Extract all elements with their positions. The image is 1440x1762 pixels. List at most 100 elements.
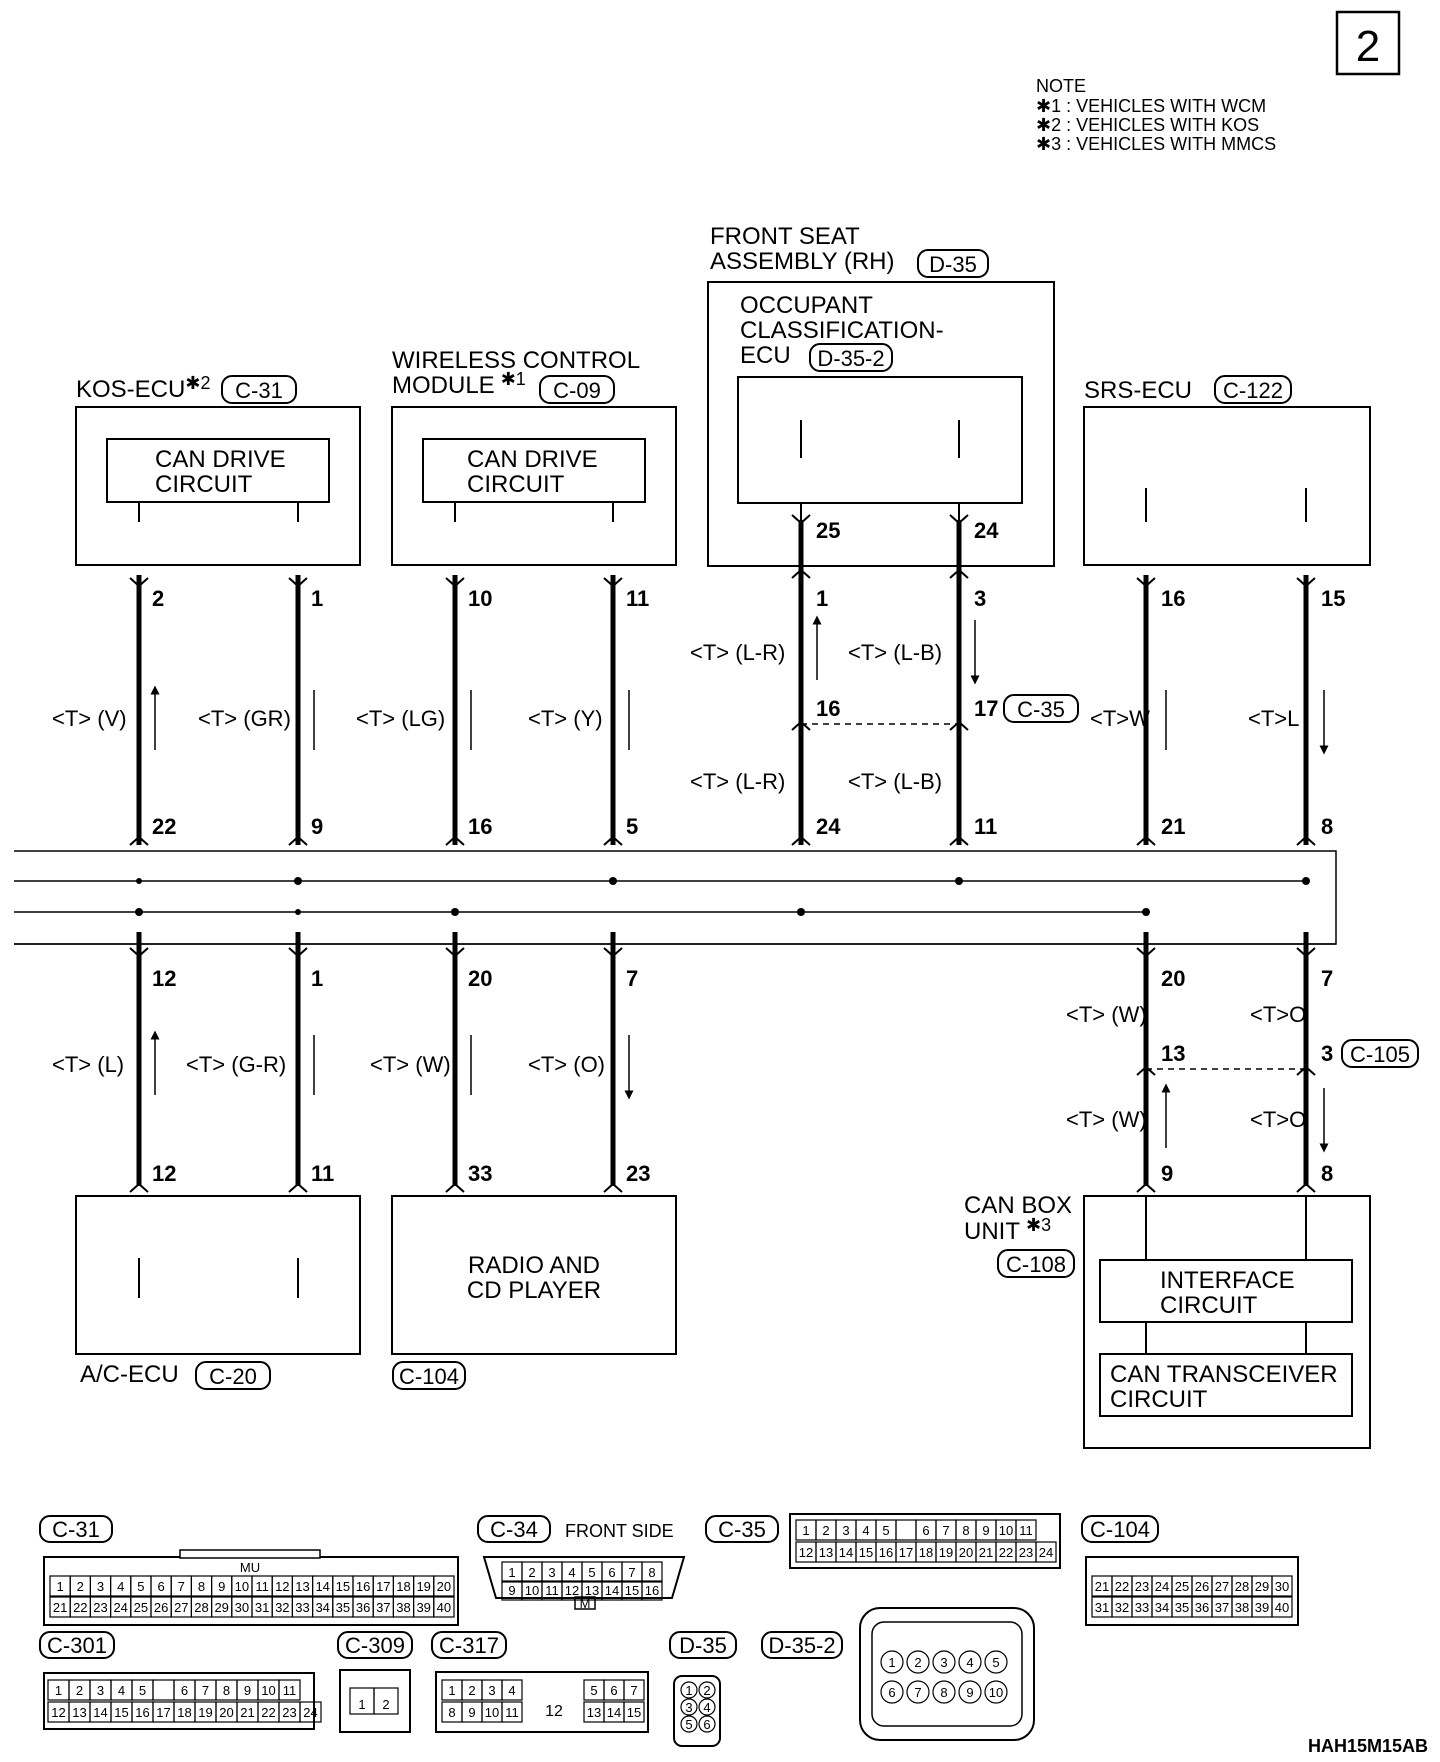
c309-pin-number: 1: [358, 1697, 365, 1712]
c317-cavity: [623, 1679, 645, 1701]
c35-pin-number: 1: [802, 1523, 809, 1538]
pin-label: 9: [1161, 1161, 1173, 1186]
c31-pin-number: 35: [336, 1600, 350, 1615]
c35-pin-number: 22: [999, 1545, 1013, 1560]
c35-pin-number: 19: [939, 1545, 953, 1560]
c34-pin-number: 8: [648, 1565, 655, 1580]
c35-pin-number: 2: [822, 1523, 829, 1538]
pin-label: 17: [974, 696, 998, 721]
c301-pin-number: 9: [244, 1683, 251, 1698]
canbox-connector: C-108: [1006, 1252, 1066, 1277]
signal-label: <T> (Y): [528, 706, 603, 731]
signals-top: <T> (V) <T> (GR) <T> (LG) <T> (Y) <T> (L…: [52, 640, 1299, 794]
c104-pin-number: 25: [1175, 1579, 1189, 1594]
d352-cavity: [932, 1650, 956, 1674]
c301-pin-number: 3: [97, 1683, 104, 1698]
c301-pin-number: 7: [202, 1683, 209, 1698]
pin-label: 10: [468, 586, 492, 611]
c31-pin-number: 26: [154, 1600, 168, 1615]
pin-label: 15: [1321, 586, 1345, 611]
c35-pin-number: 23: [1019, 1545, 1033, 1560]
c317-pin-number: 14: [607, 1705, 621, 1720]
canbox-inner1-1: INTERFACE: [1160, 1267, 1295, 1294]
c35-pin-number: 5: [882, 1523, 889, 1538]
c301-pin-number: 24: [303, 1705, 317, 1720]
ac-ecu-connector: C-20: [209, 1364, 257, 1389]
c31-pin-number: 36: [356, 1600, 370, 1615]
c34-pin-number: 7: [628, 1565, 635, 1580]
c104-pin-number: 36: [1195, 1600, 1209, 1615]
d35-cavity: [698, 1698, 716, 1716]
d352-pin-number: 2: [914, 1655, 921, 1670]
pin-label: 11: [974, 814, 997, 839]
wcm-connector: C-09: [553, 378, 601, 403]
signal-label: <T> (W): [370, 1052, 451, 1077]
c104-label: C-104: [1090, 1517, 1150, 1542]
c104-pin-number: 31: [1095, 1600, 1109, 1615]
c317-pin-number: 10: [485, 1705, 499, 1720]
c301-pin-number: 12: [51, 1705, 65, 1720]
d352-cavity: [880, 1680, 904, 1704]
canbox-name-2: UNIT✱3: [964, 1215, 1051, 1245]
canbox-inner2-1: CAN TRANSCEIVER: [1110, 1361, 1338, 1388]
seat-name-2: ASSEMBLY (RH): [710, 248, 895, 275]
d352-pin-number: 3: [940, 1655, 947, 1670]
c309-label: C-309: [345, 1633, 405, 1658]
signal-label: <T> (GR): [198, 706, 291, 731]
c34-pin-number: 1: [508, 1565, 515, 1580]
c34-cavity: [641, 1561, 663, 1583]
c31-pin-number: 40: [437, 1600, 451, 1615]
pin-label: 7: [626, 966, 638, 991]
c301-pin-number: 22: [261, 1705, 275, 1720]
pin-label: 8: [1321, 1161, 1333, 1186]
c31-label: C-31: [52, 1517, 100, 1542]
c35-cavity: [895, 1519, 917, 1541]
c31-pin-number: 32: [275, 1600, 289, 1615]
d352-cavity: [880, 1650, 904, 1674]
c34-pin-number: 3: [548, 1565, 555, 1580]
kos-inner-2: CIRCUIT: [155, 471, 253, 498]
wcm-inner-1: CAN DRIVE: [467, 446, 598, 473]
note-block: NOTE ✱1 : VEHICLES WITH WCM ✱2 : VEHICLE…: [1036, 76, 1276, 154]
pins-top: 2 22 1 9 10 16 11 5 25 1 16 24 24 3 17 1…: [152, 518, 1345, 839]
c301-pin-number: 21: [240, 1705, 254, 1720]
srs-ecu-connector: C-122: [1223, 378, 1283, 403]
bus-junctions: [135, 877, 1310, 916]
c31-pin-number: 10: [235, 1579, 249, 1594]
note-line-1: ✱1 : VEHICLES WITH WCM: [1036, 96, 1266, 116]
c301-pin-number: 15: [114, 1705, 128, 1720]
pin-label: 1: [311, 586, 323, 611]
d352-pin-number: 7: [914, 1685, 921, 1700]
pin-label: 9: [311, 814, 323, 839]
pin-label: 22: [152, 814, 176, 839]
canbox-inner2-2: CIRCUIT: [1110, 1386, 1208, 1413]
c104-pin-number: 24: [1155, 1579, 1169, 1594]
seat-inner-2: CLASSIFICATION-: [740, 317, 944, 344]
c35-pin-number: 3: [842, 1523, 849, 1538]
c317-pin-number: 7: [630, 1683, 637, 1698]
c35-pin-number: 7: [942, 1523, 949, 1538]
c31-pin-number: 14: [315, 1579, 329, 1594]
signal-label: <T> (L-R): [690, 769, 785, 794]
c31-pin-number: 21: [53, 1600, 67, 1615]
canbox-name-1: CAN BOX: [964, 1192, 1072, 1219]
c34-pin-number: 2: [528, 1565, 535, 1580]
d352-pin-number: 10: [989, 1685, 1003, 1700]
pin-label: 11: [626, 586, 649, 611]
c317-center-pin: 12: [545, 1703, 563, 1720]
ocs-ecu-connector: D-35-2: [817, 346, 884, 371]
c301-pin-number: 6: [181, 1683, 188, 1698]
d35-cavity: [680, 1715, 698, 1733]
d35-pin-number: 5: [685, 1717, 692, 1732]
front-seat-assembly: FRONT SEAT ASSEMBLY (RH) D-35 OCCUPANT C…: [707, 223, 1055, 567]
d35-pin-number: 1: [685, 1683, 692, 1698]
wire-geometry: [14, 420, 1337, 1298]
c31-pin-number: 15: [336, 1579, 350, 1594]
c104-pin-number: 39: [1255, 1600, 1269, 1615]
c34-pin-number: 15: [625, 1583, 639, 1598]
pin-label: 16: [468, 814, 492, 839]
c301-pin-number: 1: [55, 1683, 62, 1698]
c104-pin-number: 23: [1135, 1579, 1149, 1594]
pin-label: 24: [974, 518, 999, 543]
